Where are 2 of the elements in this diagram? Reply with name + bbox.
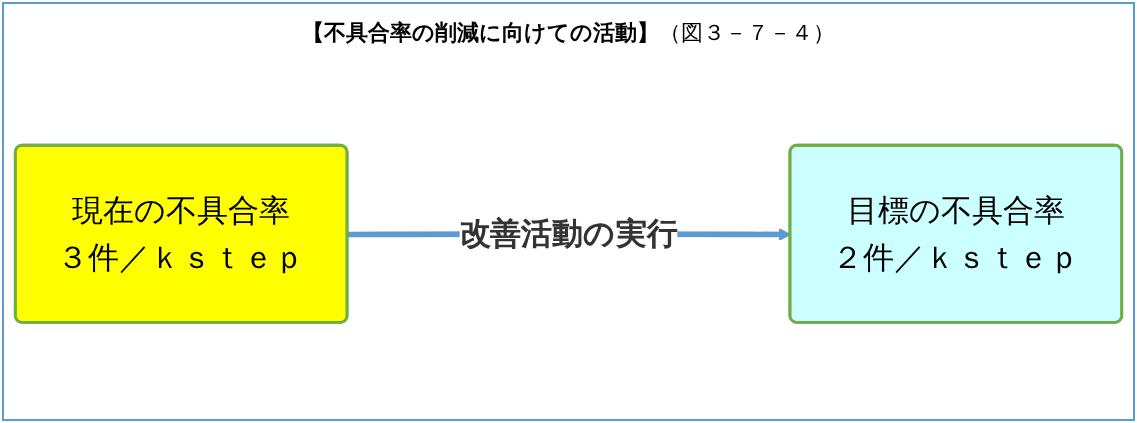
edge-label: 改善活動の実行 — [459, 215, 678, 252]
diagram-title: 【不具合率の削減に向けての活動】（図３－７－４） — [302, 19, 835, 47]
